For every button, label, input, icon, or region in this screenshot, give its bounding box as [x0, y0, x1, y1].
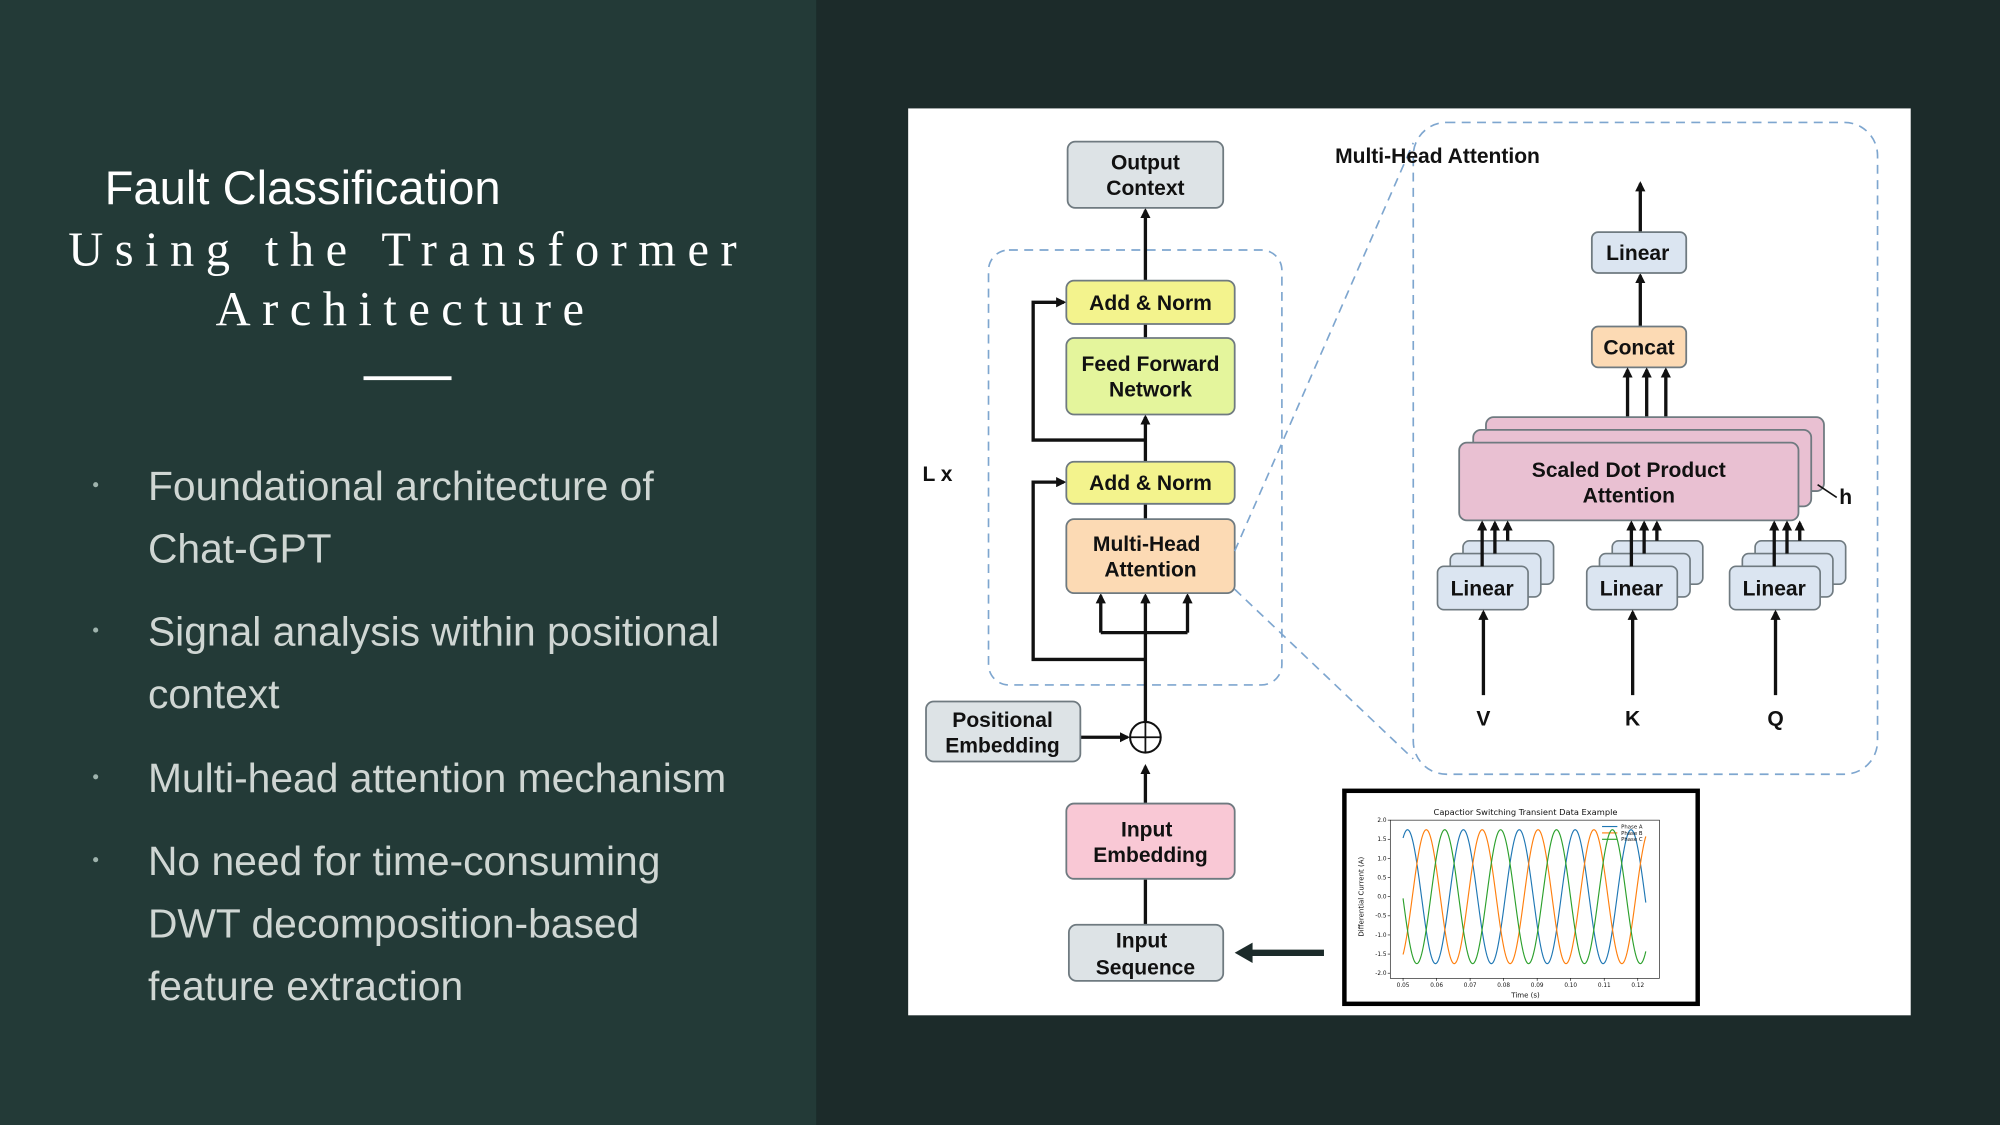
- y-axis-label: Differential Current (A): [1357, 856, 1366, 936]
- y-tick-label: 2.0: [1377, 818, 1386, 824]
- positional-embedding-label: Positional: [952, 709, 1053, 732]
- input-sequence-label: Input: [1116, 930, 1167, 953]
- y-tick-label: 1.5: [1377, 837, 1386, 843]
- add-norm-box-top: [1065, 279, 1236, 325]
- bullet-4-line-1: No need for time-consuming: [148, 838, 660, 884]
- output-context-label: Context: [1106, 177, 1184, 200]
- mha-detail-title: Multi-Head Attention: [1335, 145, 1540, 168]
- bullet-2-line-2: context: [148, 671, 280, 717]
- bullet-4-line-3: feature extraction: [148, 963, 463, 1009]
- mha-detail-outline: [1412, 121, 1879, 776]
- bullet-1-line-1: Foundational architecture of: [148, 463, 654, 509]
- bullet-2-line-1: Signal analysis within positional: [148, 608, 719, 654]
- feed-forward-label: Feed Forward: [1082, 353, 1220, 376]
- x-tick-label: 0.11: [1598, 983, 1611, 989]
- sdpa-label: Scaled Dot Product: [1532, 459, 1726, 482]
- add-norm-box-bottom: [1065, 460, 1236, 505]
- y-tick-label: 1.0: [1377, 856, 1386, 862]
- title-divider: [363, 376, 452, 381]
- input-embedding-label: Input: [1121, 819, 1172, 842]
- linear-label: Linear: [1743, 578, 1806, 601]
- bullet-4-line-2: DWT decomposition-based: [148, 901, 639, 947]
- input-embedding-label: Embedding: [1093, 844, 1208, 867]
- x-tick-label: 0.12: [1631, 983, 1644, 989]
- input-label-V: V: [1476, 708, 1490, 731]
- linear-label: Linear: [1606, 242, 1669, 265]
- bullet-dot: [93, 482, 99, 488]
- left-panel: [0, 0, 817, 1125]
- encoder-block-outline: [987, 249, 1283, 686]
- concat-label: Concat: [1603, 337, 1674, 360]
- inset-chart: Capactior Switching Transient Data Examp…: [1342, 788, 1700, 1007]
- add-norm-label: Add & Norm: [1089, 292, 1212, 315]
- y-tick-label: -2.0: [1375, 971, 1387, 977]
- y-tick-label: 0.0: [1377, 895, 1386, 901]
- x-tick-label: 0.10: [1564, 983, 1577, 989]
- feed-forward-box: [1065, 337, 1236, 416]
- bullet-dot: [93, 627, 99, 633]
- input-sequence-label: Sequence: [1096, 956, 1195, 979]
- series-line-phase-a: [1402, 829, 1647, 965]
- heads-label: h: [1839, 486, 1852, 509]
- title-line-1: Fault Classification: [105, 162, 501, 215]
- linear-output-box: [1590, 231, 1688, 274]
- input-embedding-box: [1065, 802, 1236, 880]
- inset-chart-frame: [1342, 788, 1700, 1007]
- input-sequence-box: [1067, 923, 1225, 982]
- linear-label: Linear: [1451, 578, 1514, 601]
- y-tick-label: -1.0: [1375, 933, 1387, 939]
- plot-area: [1389, 819, 1660, 979]
- series-line-phase-b: [1402, 829, 1647, 965]
- multi-head-attention-box: [1065, 518, 1236, 595]
- multi-head-label: Multi-Head: [1093, 533, 1201, 556]
- bullet-dot: [93, 857, 99, 863]
- legend-entry: Phase C: [1621, 837, 1643, 843]
- bullet-dot: [93, 774, 99, 780]
- transformer-diagram: L x Output Context Add & Norm Feed Forwa…: [908, 108, 1911, 1016]
- concat-box: [1590, 325, 1688, 369]
- x-axis-label: Time (s): [1510, 990, 1540, 999]
- input-label-Q: Q: [1767, 708, 1783, 731]
- feed-forward-label: Network: [1109, 379, 1192, 402]
- y-tick-label: -1.5: [1375, 952, 1387, 958]
- x-tick-label: 0.08: [1497, 983, 1510, 989]
- arrow-left-icon: [1234, 942, 1253, 964]
- linear-label: Linear: [1600, 578, 1663, 601]
- legend-entry: Phase A: [1621, 824, 1643, 830]
- title-line-2: Using the Transformer: [68, 223, 748, 276]
- y-tick-label: 0.5: [1377, 875, 1386, 881]
- legend-entry: Phase B: [1621, 831, 1643, 837]
- repeat-label: L x: [922, 463, 952, 486]
- input-label-K: K: [1625, 708, 1640, 731]
- x-tick-label: 0.05: [1397, 983, 1410, 989]
- bullet-list: Foundational architecture of Chat-GPT Si…: [93, 463, 726, 1009]
- x-tick-label: 0.06: [1430, 983, 1443, 989]
- title-line-3: Architecture: [216, 283, 596, 336]
- bullet-1-line-2: Chat-GPT: [148, 526, 332, 572]
- series-line-phase-c: [1402, 829, 1647, 965]
- sdpa-label: Attention: [1583, 485, 1675, 508]
- output-context-box: [1066, 140, 1225, 209]
- add-norm-label: Add & Norm: [1089, 472, 1212, 495]
- bullet-3-line-1: Multi-head attention mechanism: [148, 755, 726, 801]
- x-tick-label: 0.07: [1464, 983, 1477, 989]
- y-tick-label: -0.5: [1375, 914, 1387, 920]
- positional-embedding-box: [925, 700, 1082, 763]
- chart-title: Capactior Switching Transient Data Examp…: [1434, 807, 1618, 817]
- positional-embedding-label: Embedding: [945, 735, 1060, 758]
- multi-head-label: Attention: [1104, 559, 1196, 582]
- x-tick-label: 0.09: [1531, 983, 1544, 989]
- output-context-label: Output: [1111, 152, 1180, 175]
